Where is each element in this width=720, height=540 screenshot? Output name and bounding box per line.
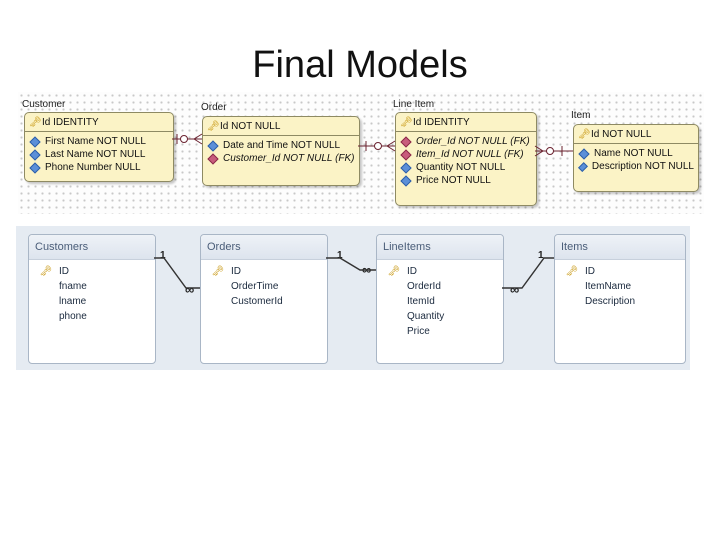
primary-key-icon: 🗝: [39, 266, 53, 277]
column-icon: [578, 161, 588, 172]
cardinality-many-label: ∞: [185, 282, 195, 297]
primary-key-icon: 🗝: [207, 120, 220, 132]
customers-class[interactable]: Customers 🗝ID fname lname phone: [28, 234, 156, 364]
class-property: Description: [585, 296, 636, 307]
lineitems-class[interactable]: LineItems 🗝ID OrderId ItemId Quantity Pr…: [376, 234, 504, 364]
primary-key-icon: 🗝: [211, 266, 225, 277]
order-entity-caption: Order: [201, 102, 227, 113]
line-item-column: Order_Id NOT NULL (FK): [416, 136, 530, 147]
item-column: Description NOT NULL: [591, 161, 694, 172]
customer-pk-column: Id IDENTITY: [42, 116, 99, 128]
lineitems-class-header: LineItems: [377, 235, 503, 260]
class-property: ItemName: [585, 281, 632, 292]
foreign-key-icon: [400, 135, 412, 148]
items-class[interactable]: Items 🗝ID ItemName Description: [554, 234, 686, 364]
cardinality-many-label: ∞: [510, 282, 520, 297]
class-property: 🗝ID: [33, 264, 155, 279]
column-icon: [29, 148, 41, 161]
cardinality-many-label: ∞: [362, 262, 372, 277]
class-property: CustomerId: [231, 296, 283, 307]
order-column: Customer_Id NOT NULL (FK): [223, 153, 355, 164]
line-item-column: Quantity NOT NULL: [416, 162, 506, 173]
order-column: Date and Time NOT NULL: [223, 140, 341, 151]
class-property: lname: [59, 296, 87, 307]
class-property: ItemId: [407, 296, 435, 307]
customers-class-header: Customers: [29, 235, 155, 260]
column-icon: [400, 174, 412, 187]
class-property: fname: [59, 281, 87, 292]
customer-column: Phone Number NULL: [45, 162, 141, 173]
orders-class-header: Orders: [201, 235, 327, 260]
column-icon: [400, 161, 412, 174]
line-item-column: Item_Id NOT NULL (FK): [416, 149, 524, 160]
class-property: 🗝ID: [205, 264, 327, 279]
foreign-key-icon: [207, 152, 219, 165]
class-property: Price: [407, 326, 430, 337]
primary-key-icon: 🗝: [400, 116, 413, 128]
item-entity[interactable]: 🗝Id NOT NULL Name NOT NULL Description N…: [573, 124, 699, 192]
order-pk-column: Id NOT NULL: [220, 120, 281, 132]
primary-key-icon: 🗝: [565, 266, 579, 277]
class-property: OrderId: [407, 281, 441, 292]
cardinality-one-label: 1: [538, 250, 544, 261]
primary-key-icon: 🗝: [29, 116, 42, 128]
class-property: phone: [59, 311, 87, 322]
column-icon: [207, 139, 219, 152]
class-property: 🗝ID: [381, 264, 503, 279]
class-property: OrderTime: [231, 281, 279, 292]
cardinality-one-label: 1: [160, 250, 166, 261]
slide-title: Final Models: [252, 44, 468, 86]
item-pk-column: Id NOT NULL: [591, 128, 652, 140]
customer-column: First Name NOT NULL: [45, 136, 146, 147]
line-item-column: Price NOT NULL: [416, 175, 491, 186]
column-icon: [29, 135, 41, 148]
column-icon: [578, 147, 590, 160]
orders-class[interactable]: Orders 🗝ID OrderTime CustomerId: [200, 234, 328, 364]
order-entity[interactable]: 🗝Id NOT NULL Date and Time NOT NULL Cust…: [202, 116, 360, 186]
line-item-entity-caption: Line Item: [393, 99, 435, 110]
foreign-key-icon: [400, 148, 412, 161]
line-item-entity[interactable]: 🗝Id IDENTITY Order_Id NOT NULL (FK) Item…: [395, 112, 537, 206]
class-property: 🗝ID: [559, 264, 685, 279]
customer-column: Last Name NOT NULL: [45, 149, 146, 160]
class-property: Quantity: [407, 311, 445, 322]
item-column: Name NOT NULL: [594, 148, 673, 159]
primary-key-icon: 🗝: [387, 266, 401, 277]
customer-entity-caption: Customer: [22, 99, 66, 110]
column-icon: [29, 161, 41, 174]
cardinality-one-label: 1: [337, 250, 343, 261]
primary-key-icon: 🗝: [578, 128, 591, 140]
line-item-pk-column: Id IDENTITY: [413, 116, 470, 128]
items-class-header: Items: [555, 235, 685, 260]
customer-entity[interactable]: 🗝Id IDENTITY First Name NOT NULL Last Na…: [24, 112, 174, 182]
item-entity-caption: Item: [571, 110, 591, 121]
